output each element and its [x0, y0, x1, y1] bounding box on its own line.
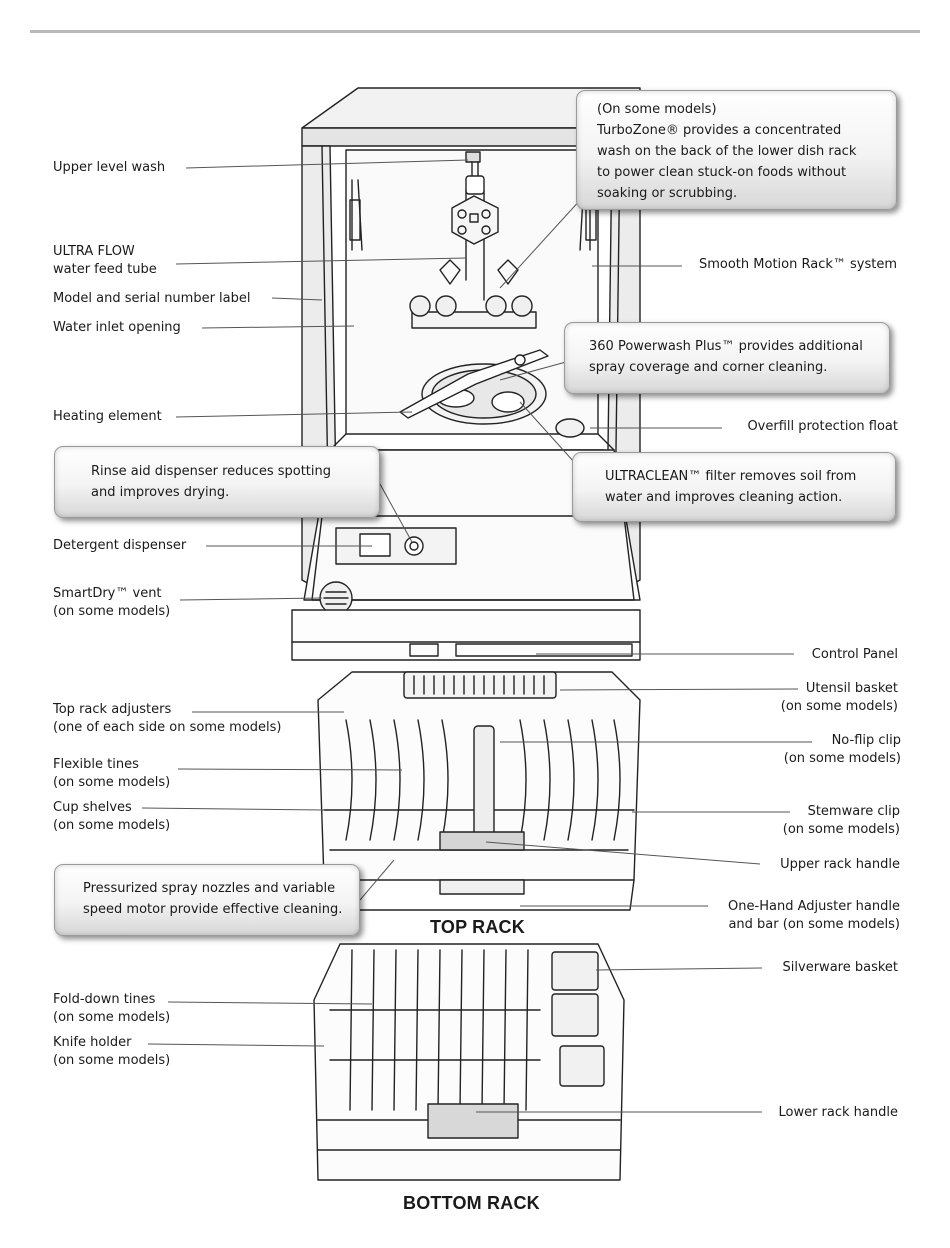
label-heating-element: Heating element	[53, 409, 162, 424]
turbozone-jets	[409, 259, 537, 329]
label-detergent-dispenser: Detergent dispenser	[53, 538, 187, 553]
label-upper-level-wash: Upper level wash	[53, 160, 166, 175]
bottom-rack-title: BOTTOM RACK	[403, 1193, 540, 1213]
callout-powerwash: 360 Powerwash Plus™ provides additional …	[564, 322, 890, 394]
label-upper-rack-handle: Upper rack handle	[780, 857, 900, 872]
label-control-panel: Control Panel	[811, 647, 898, 662]
label-stemware-clip: Stemware clip(on some models)	[782, 804, 900, 837]
label-smooth-motion-rack: Smooth Motion Rack™ system	[698, 257, 897, 272]
label-water-inlet: Water inlet opening	[53, 320, 181, 335]
callout-turbozone: (On some models) TurboZone® provides a c…	[576, 90, 897, 210]
top-rack-title: TOP RACK	[430, 917, 525, 937]
label-smartdry-vent: SmartDry™ vent(on some models)	[53, 586, 171, 619]
top-rack-drawing	[317, 671, 641, 911]
callout-ultraclean-filter: ULTRACLEAN™ filter removes soil from wat…	[572, 452, 896, 522]
label-knife-holder: Knife holder(on some models)	[53, 1035, 171, 1068]
label-flexible-tines: Flexible tines(on some models)	[53, 757, 171, 790]
label-utensil-basket: Utensil basket(on some models)	[780, 681, 898, 714]
label-model-serial: Model and serial number label	[53, 291, 251, 306]
label-silverware-basket: Silverware basket	[782, 960, 898, 975]
door	[291, 449, 641, 661]
bottom-rack-drawing	[313, 943, 625, 1181]
label-lower-rack-handle: Lower rack handle	[778, 1105, 898, 1120]
label-fold-down-tines: Fold-down tines(on some models)	[53, 992, 171, 1025]
label-cup-shelves: Cup shelves(on some models)	[53, 800, 171, 833]
label-top-rack-adjusters: Top rack adjusters(one of each side on s…	[53, 702, 282, 735]
top-rule	[30, 30, 920, 33]
callout-spray-nozzles: Pressurized spray nozzles and variable s…	[54, 864, 360, 936]
upper-spray-arm	[451, 151, 499, 301]
callout-rinse-aid: Rinse aid dispenser reduces spotting and…	[54, 446, 380, 518]
label-no-flip-clip: No-flip clip(on some models)	[783, 733, 901, 766]
label-overfill-float: Overfill protection float	[747, 419, 898, 434]
leader-lines	[141, 159, 812, 1113]
lower-spray-arm-and-filter	[399, 349, 585, 438]
